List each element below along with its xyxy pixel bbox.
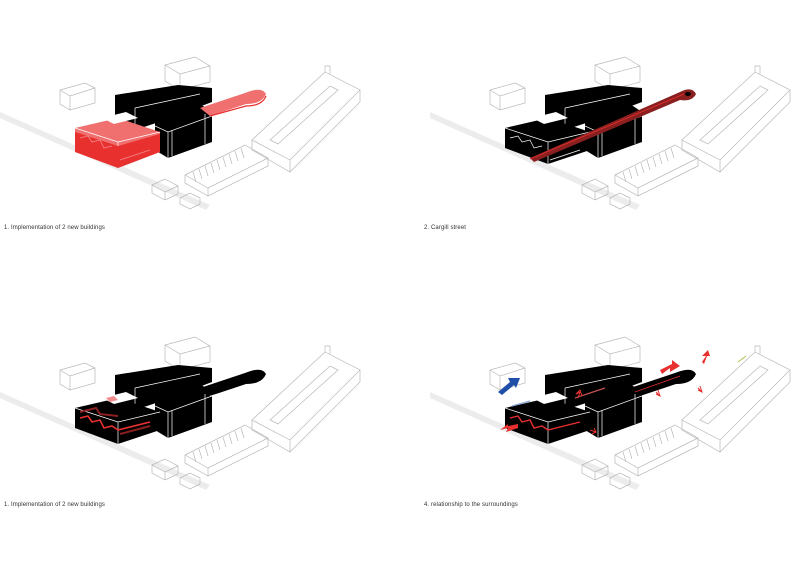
panel-1: 1. Implementation of 2 new buildings <box>0 0 400 283</box>
blue-arrow-icon <box>498 378 520 395</box>
caption-1: 1. Implementation of 2 new buildings <box>4 225 105 231</box>
panel-2: 2. Cargill street <box>424 0 800 283</box>
diagram-cargill-street <box>430 56 791 210</box>
caption-3: 1. Implementation of 2 new buildings <box>4 502 105 508</box>
panel-4: 4. relationship to the surroundings <box>424 280 800 563</box>
diagram-surroundings <box>430 336 791 490</box>
caption-4: 4. relationship to the surroundings <box>424 502 518 508</box>
caption-2: 2. Cargill street <box>424 225 467 231</box>
panel-3: 1. Implementation of 2 new buildings <box>0 280 400 563</box>
diagram-interior-levels <box>0 336 361 490</box>
red-arrow-icon <box>500 350 710 435</box>
diagram-new-buildings <box>0 56 361 210</box>
